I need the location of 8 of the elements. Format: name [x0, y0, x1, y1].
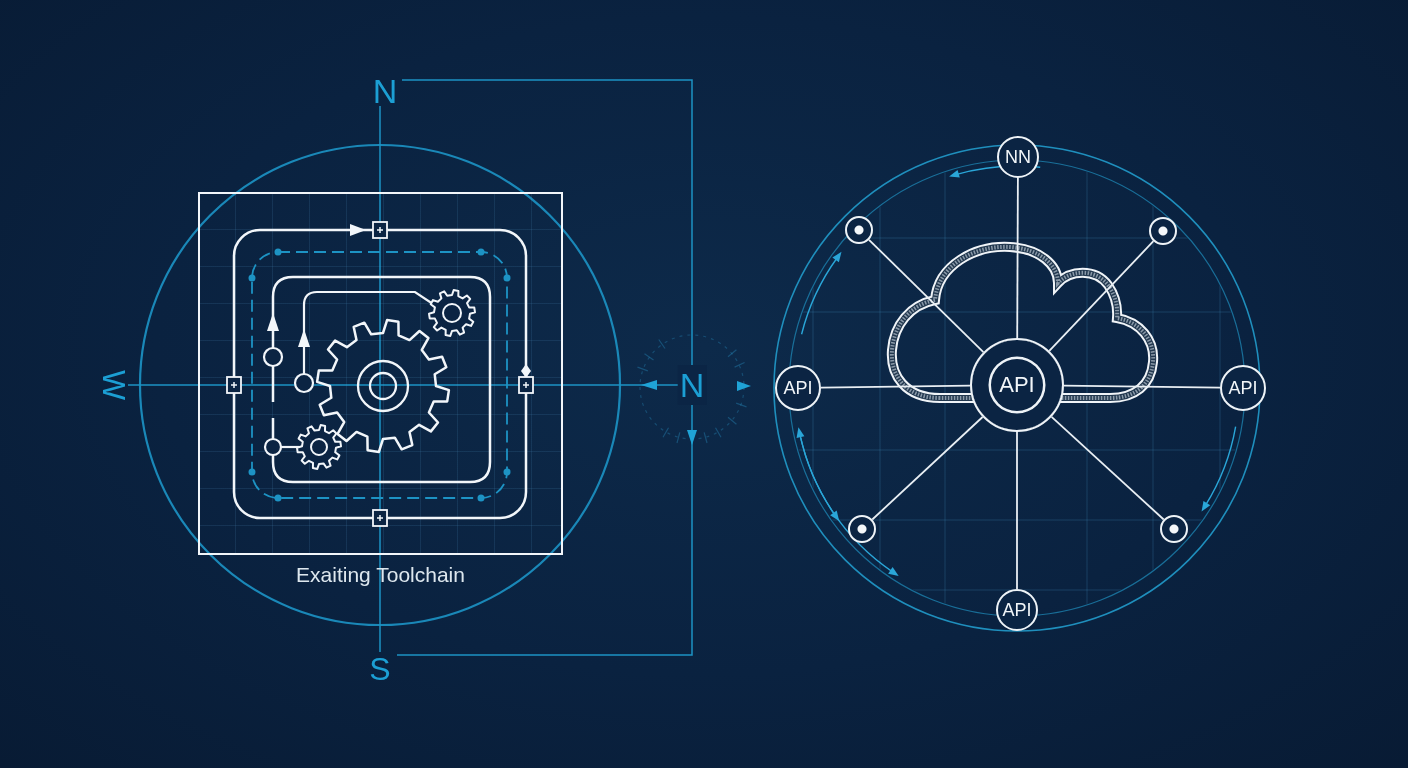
compass-letter: S: [369, 653, 391, 685]
compass-letter: N: [677, 365, 707, 405]
node-label: API: [1002, 601, 1032, 619]
compass-letter: W: [98, 369, 130, 401]
compass-letter: N: [372, 74, 398, 108]
node-label: NN: [1005, 148, 1031, 166]
frame-caption: Exaiting Toolchain: [296, 563, 465, 587]
node-circle: [996, 589, 1038, 631]
